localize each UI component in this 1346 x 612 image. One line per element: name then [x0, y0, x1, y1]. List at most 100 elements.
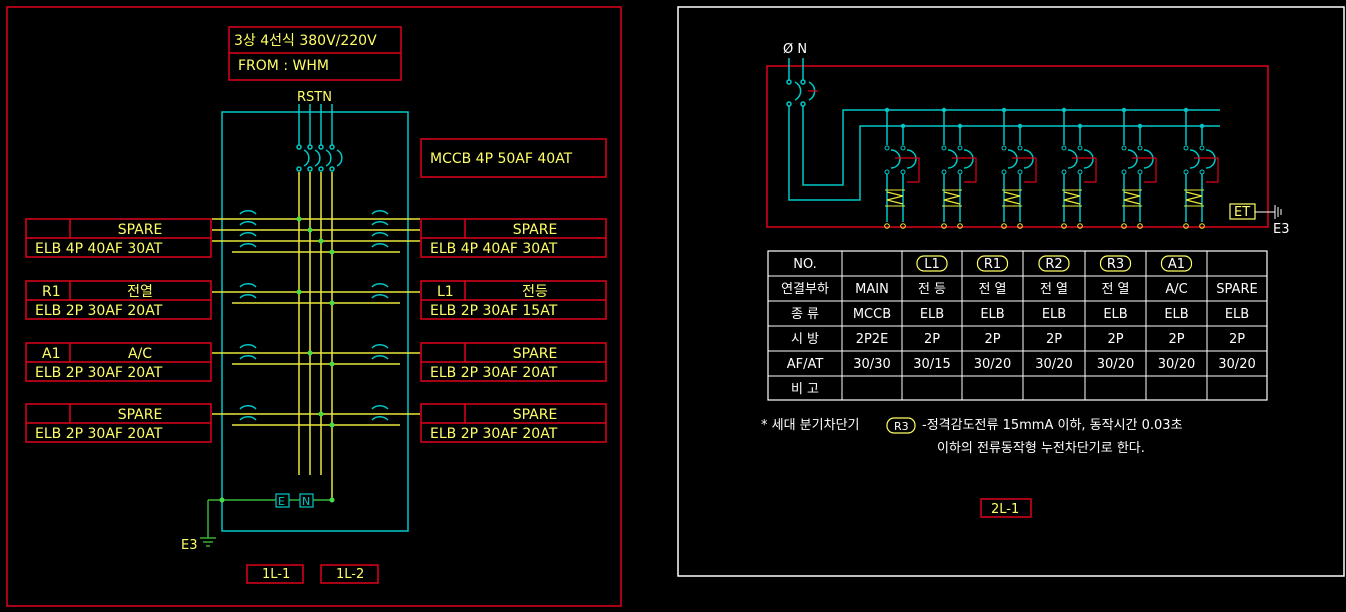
branch-elb-1 — [884, 107, 920, 229]
main-breaker-label: MCCB 4P 50AF 40AT — [430, 151, 573, 167]
left-branch-4: SPARE ELB 2P 30AF 20AT — [25, 403, 212, 443]
table-cell: 30/20 — [974, 357, 1011, 372]
source-header-line2: FROM : WHM — [238, 58, 329, 74]
branch-load: SPARE — [513, 222, 558, 238]
table-cell: ELB — [1164, 307, 1188, 322]
table-cell: 전 등 — [918, 282, 946, 297]
branch-bus-row-1 — [212, 218, 420, 253]
sheet-tag-3: 2L-1 — [991, 502, 1019, 517]
branch-load: SPARE — [513, 407, 558, 423]
table-header-label: NO. — [793, 257, 817, 272]
branch-code: R1 — [42, 284, 61, 300]
table-cell: ELB — [1225, 307, 1249, 322]
note-line-2: 이하의 전류동작형 누전차단기로 한다. — [937, 441, 1145, 456]
table-cell: A/C — [1165, 282, 1187, 297]
left-frame — [6, 6, 622, 607]
note-tag-frame — [886, 417, 916, 434]
et-terminal-label: ET — [1234, 205, 1250, 220]
branch-breaker-tree — [884, 107, 1219, 229]
branch-load: SPARE — [118, 407, 163, 423]
table-cell: ELB — [980, 307, 1004, 322]
table-cell: 2P — [924, 332, 940, 347]
branch-rating: ELB 4P 40AF 30AT — [35, 241, 163, 257]
incoming-wires — [298, 104, 333, 145]
table-cell: 2P2E — [856, 332, 889, 347]
tag-frame — [976, 255, 1009, 272]
table-cell: 30/30 — [853, 357, 890, 372]
branch-rating: ELB 2P 30AF 20AT — [430, 426, 558, 442]
branch-code: A1 — [42, 346, 60, 362]
vertical-busbars — [298, 172, 333, 500]
earth-terminal-box — [275, 493, 290, 508]
main-feed — [786, 58, 1220, 201]
enclosure-outline — [221, 111, 409, 532]
table-cell: 30/20 — [1097, 357, 1134, 372]
branch-elb-2 — [941, 107, 977, 229]
table-row-label: 시 방 — [791, 332, 819, 347]
note-tag: R3 — [894, 420, 909, 433]
table-cell: 2P — [984, 332, 1000, 347]
branch-rating: ELB 4P 40AF 30AT — [430, 241, 558, 257]
table-cell: 30/15 — [913, 357, 950, 372]
tag-frame — [1099, 255, 1132, 272]
left-panel: 3상 4선식 380V/220V FROM : WHM RSTN MCCB 4P… — [6, 6, 622, 607]
table-row-label: 연결부하 — [781, 282, 829, 297]
right-branch-4: SPARE ELB 2P 30AF 20AT — [420, 403, 607, 443]
source-header-line1: 3상 4선식 380V/220V — [234, 33, 377, 49]
sheet-tag-1: 1L-1 — [262, 567, 290, 582]
table-cell: MAIN — [855, 282, 889, 297]
phase-label: Ø N — [783, 42, 807, 57]
table-cell: 전 열 — [978, 282, 1006, 297]
table-cell: 2P — [1107, 332, 1123, 347]
branch-load: SPARE — [118, 222, 163, 238]
table-cell: MCCB — [853, 307, 891, 322]
table-row-label: AF/AT — [787, 357, 824, 372]
branch-elb-6 — [1183, 107, 1219, 229]
neutral-terminal-label: N — [302, 495, 310, 508]
table-circuit-tag: R1 — [984, 257, 1001, 272]
bus-junctions — [219, 216, 335, 503]
branch-rating: ELB 2P 30AF 20AT — [430, 365, 558, 381]
branch-bus-row-4 — [212, 413, 420, 426]
branch-bus-row-2 — [212, 291, 420, 304]
table-circuit-tag: L1 — [924, 257, 940, 272]
earth-neutral-wiring — [200, 499, 332, 547]
branch-breakers — [239, 210, 389, 421]
branch-load: A/C — [128, 346, 152, 362]
table-cell: ELB — [1042, 307, 1066, 322]
note-prefix: * 세대 분기차단기 — [761, 418, 860, 433]
branch-elb-5 — [1121, 107, 1157, 229]
branch-rating: ELB 2P 30AF 20AT — [35, 365, 163, 381]
earth-terminal-label: E — [278, 495, 285, 508]
left-earth-label: E3 — [181, 538, 198, 553]
branch-load: 전등 — [522, 284, 548, 300]
left-branch-3: A1 A/C ELB 2P 30AF 20AT — [25, 342, 212, 382]
table-circuit-tag: R3 — [1107, 257, 1124, 272]
table-cell: 2P — [1229, 332, 1245, 347]
sheet-tag-2-box — [320, 564, 379, 584]
table-cell: 전 열 — [1040, 282, 1068, 297]
branch-load: 전열 — [127, 284, 153, 300]
right-frame — [677, 6, 1345, 577]
branch-rating: ELB 2P 30AF 15AT — [430, 303, 558, 319]
branch-bus-row-3 — [212, 352, 420, 365]
branch-elb-4 — [1061, 107, 1097, 229]
bus-label: RSTN — [297, 90, 332, 105]
table-cell: 30/20 — [1035, 357, 1072, 372]
branch-rating: ELB 2P 30AF 20AT — [35, 426, 163, 442]
table-circuit-tag: R2 — [1045, 257, 1062, 272]
table-cell: 전 열 — [1101, 282, 1129, 297]
neutral-terminal-box — [299, 493, 314, 508]
table-cell: ELB — [1103, 307, 1127, 322]
sheet-tag-3-box — [980, 498, 1032, 518]
right-branch-1: SPARE ELB 4P 40AF 30AT — [420, 218, 607, 258]
note-line-1: -정격감도전류 15mmA 이하, 동작시간 0.03초 — [922, 418, 1183, 433]
table-cell: 30/20 — [1158, 357, 1195, 372]
